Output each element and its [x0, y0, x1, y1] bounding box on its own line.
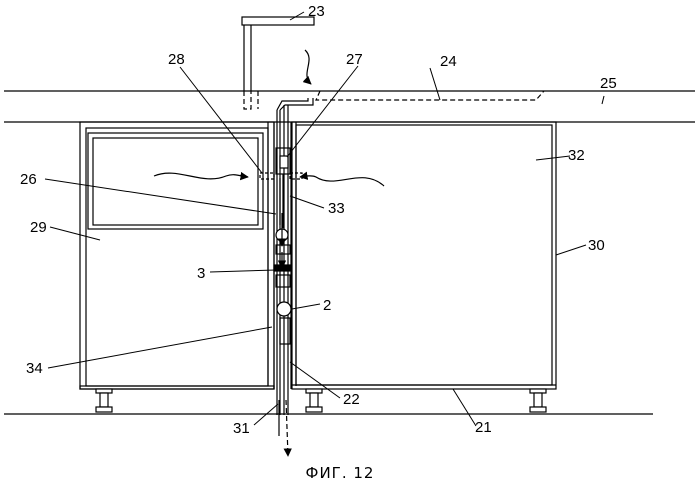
faucet: [242, 17, 314, 91]
label-33: 33: [328, 200, 345, 217]
label-27: 27: [346, 51, 363, 68]
cabinet-feet: [96, 389, 546, 412]
label-28: 28: [168, 51, 185, 68]
label-32: 32: [568, 147, 585, 164]
left-cabinet: [80, 122, 274, 389]
right-cabinet: [292, 122, 556, 389]
label-24: 24: [440, 53, 457, 70]
airflow-arrow-right: [300, 176, 384, 186]
label-31: 31: [233, 420, 250, 437]
airflow-arrow-left: [154, 173, 248, 179]
sink-basin: [244, 91, 544, 109]
label-29: 29: [30, 219, 47, 236]
label-25: 25: [600, 75, 617, 92]
label-30: 30: [588, 237, 605, 254]
label-22: 22: [343, 391, 360, 408]
label-34: 34: [26, 360, 43, 377]
label-2: 2: [323, 297, 331, 314]
label-3: 3: [197, 265, 205, 282]
label-23: 23: [308, 3, 325, 20]
figure-caption: ФИГ. 12: [306, 464, 375, 482]
leader-lines: [45, 12, 604, 426]
water-arrow: [305, 50, 311, 84]
label-26: 26: [20, 171, 37, 188]
label-21: 21: [475, 419, 492, 436]
